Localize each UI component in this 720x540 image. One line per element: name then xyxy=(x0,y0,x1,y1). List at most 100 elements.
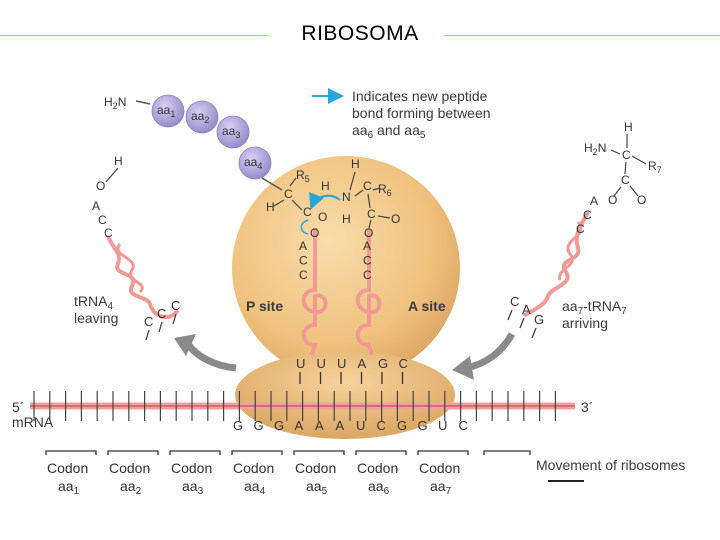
mrna-base: U xyxy=(356,418,365,433)
p-site-acceptor-base: C xyxy=(299,268,308,282)
a-site-acceptor-base: A xyxy=(363,239,371,253)
mrna-base: A xyxy=(315,418,324,433)
leaving-anticodon-base: C xyxy=(144,314,153,329)
legend-line-2: bond forming between xyxy=(352,105,491,121)
chem-aa7-o-double: O xyxy=(637,193,646,207)
leaving-arrow-head xyxy=(174,334,196,356)
peptide-bead-label: aa4 xyxy=(244,155,262,171)
leaving-anticodon-base: C xyxy=(171,298,180,313)
peptide-bead-label: aa3 xyxy=(222,124,240,140)
peptide-bead xyxy=(151,94,185,128)
codon-bracket xyxy=(417,450,469,455)
site-anticodon-base: G xyxy=(378,356,388,371)
arriving-arrow-head xyxy=(452,356,474,380)
chem-c-alpha-a: C xyxy=(363,179,372,193)
title-rule-left xyxy=(0,35,268,36)
arriving-anticodon-base: G xyxy=(534,312,544,327)
arriving-anticodon-base: A xyxy=(522,302,531,317)
p-site-acceptor-base: A xyxy=(299,239,307,253)
peptide-bead xyxy=(185,100,219,134)
codon-label: Codon xyxy=(47,460,88,476)
codon-bracket xyxy=(45,450,97,455)
site-anticodon-base: U xyxy=(337,356,346,371)
chem-o-double-a: O xyxy=(391,212,400,226)
leaving-trna-label-1: tRNA4 xyxy=(74,293,113,312)
mrna-base: G xyxy=(418,418,428,433)
peptide-bond-nterm xyxy=(135,100,151,105)
mrna-base: G xyxy=(254,418,264,433)
peptide-bond-chemistry: R5 C H C O H N C R6 H C O O O H xyxy=(266,157,400,240)
mrna-base: G xyxy=(274,418,284,433)
codon-label: Codon xyxy=(171,460,212,476)
codon-bracket xyxy=(107,450,159,455)
arriving-anticodon-tick xyxy=(519,317,525,329)
arriving-trna-label-2: arriving xyxy=(562,315,608,331)
codon-label: Codon xyxy=(295,460,336,476)
mrna-base: C xyxy=(377,418,386,433)
chem-r6: R6 xyxy=(378,182,392,198)
codon-amino-acid: aa4 xyxy=(244,478,266,497)
codon-amino-acid: aa7 xyxy=(430,478,452,497)
chem-c-carbonyl-a: C xyxy=(367,207,376,221)
chem-r5: R5 xyxy=(296,168,310,184)
leaving-end-base: O xyxy=(96,179,105,193)
mrna-base: A xyxy=(295,418,304,433)
a-site-label: A site xyxy=(408,298,446,314)
chem-h-a-top: H xyxy=(351,157,360,171)
mrna-five-prime: 5´ xyxy=(12,399,24,415)
codon-label: Codon xyxy=(357,460,398,476)
mrna-base: U xyxy=(438,418,447,433)
chem-aa7-c-carbonyl: C xyxy=(621,173,630,187)
peptide-n-terminus: H2N xyxy=(104,95,126,111)
mrna-base: G xyxy=(233,418,243,433)
leaving-arrow xyxy=(185,341,237,372)
chem-o-p: O xyxy=(310,226,319,240)
chem-o-dbl-p: O xyxy=(318,210,327,224)
arriving-trna-end: ACC xyxy=(576,194,598,236)
site-anticodon-base: A xyxy=(358,356,367,371)
chem-h-p: H xyxy=(266,200,275,214)
p-site-label: P site xyxy=(246,298,283,314)
codon-bracket xyxy=(293,450,345,455)
leaving-end-base: A xyxy=(92,199,100,213)
codon-bracket xyxy=(169,450,221,455)
peptide-bead-label: aa2 xyxy=(191,109,209,125)
chem-n-a: N xyxy=(342,190,351,204)
a-site-trna xyxy=(355,228,382,356)
aa7-chemistry: H H2N C R7 C O O xyxy=(584,120,662,207)
codon-label: Codon xyxy=(109,460,150,476)
site-anticodon-base: C xyxy=(399,356,408,371)
movement-label: Movement of ribosomes xyxy=(536,457,685,473)
peptide-bead-label: aa1 xyxy=(157,103,175,119)
leaving-end-base: C xyxy=(104,226,113,240)
p-site-acceptor: ACC xyxy=(299,239,308,282)
arriving-trna-label-1: aa7-tRNA7 xyxy=(562,298,627,317)
leaving-end-base: C xyxy=(98,213,107,227)
arriving-anticodon-base: C xyxy=(510,294,519,309)
codon-bracket xyxy=(355,450,407,455)
peptide-bead xyxy=(238,146,272,180)
arriving-anticodon-tick xyxy=(507,309,513,321)
a-site-acceptor: ACC xyxy=(363,239,372,282)
chem-aa7-o-ester: O xyxy=(608,193,617,207)
page-title: RIBOSOMA xyxy=(301,22,419,45)
leaving-anticodon-tick xyxy=(172,313,177,325)
codon-bracket-empty xyxy=(483,450,531,455)
codon-bracket xyxy=(231,450,283,455)
leaving-anticodon-tick xyxy=(158,321,163,333)
leaving-trna-label-2: leaving xyxy=(74,310,118,326)
title-rule-right xyxy=(444,35,720,36)
mrna-base: G xyxy=(397,418,407,433)
codon-amino-acid: aa5 xyxy=(306,478,328,497)
codon-amino-acid: aa3 xyxy=(182,478,204,497)
chem-o-a: O xyxy=(364,226,373,240)
legend-line-1: Indicates new peptide xyxy=(352,88,488,104)
p-site-trna xyxy=(301,228,328,356)
chem-aa7-c-alpha: C xyxy=(622,148,631,162)
leaving-anticodon-tick xyxy=(145,329,150,341)
